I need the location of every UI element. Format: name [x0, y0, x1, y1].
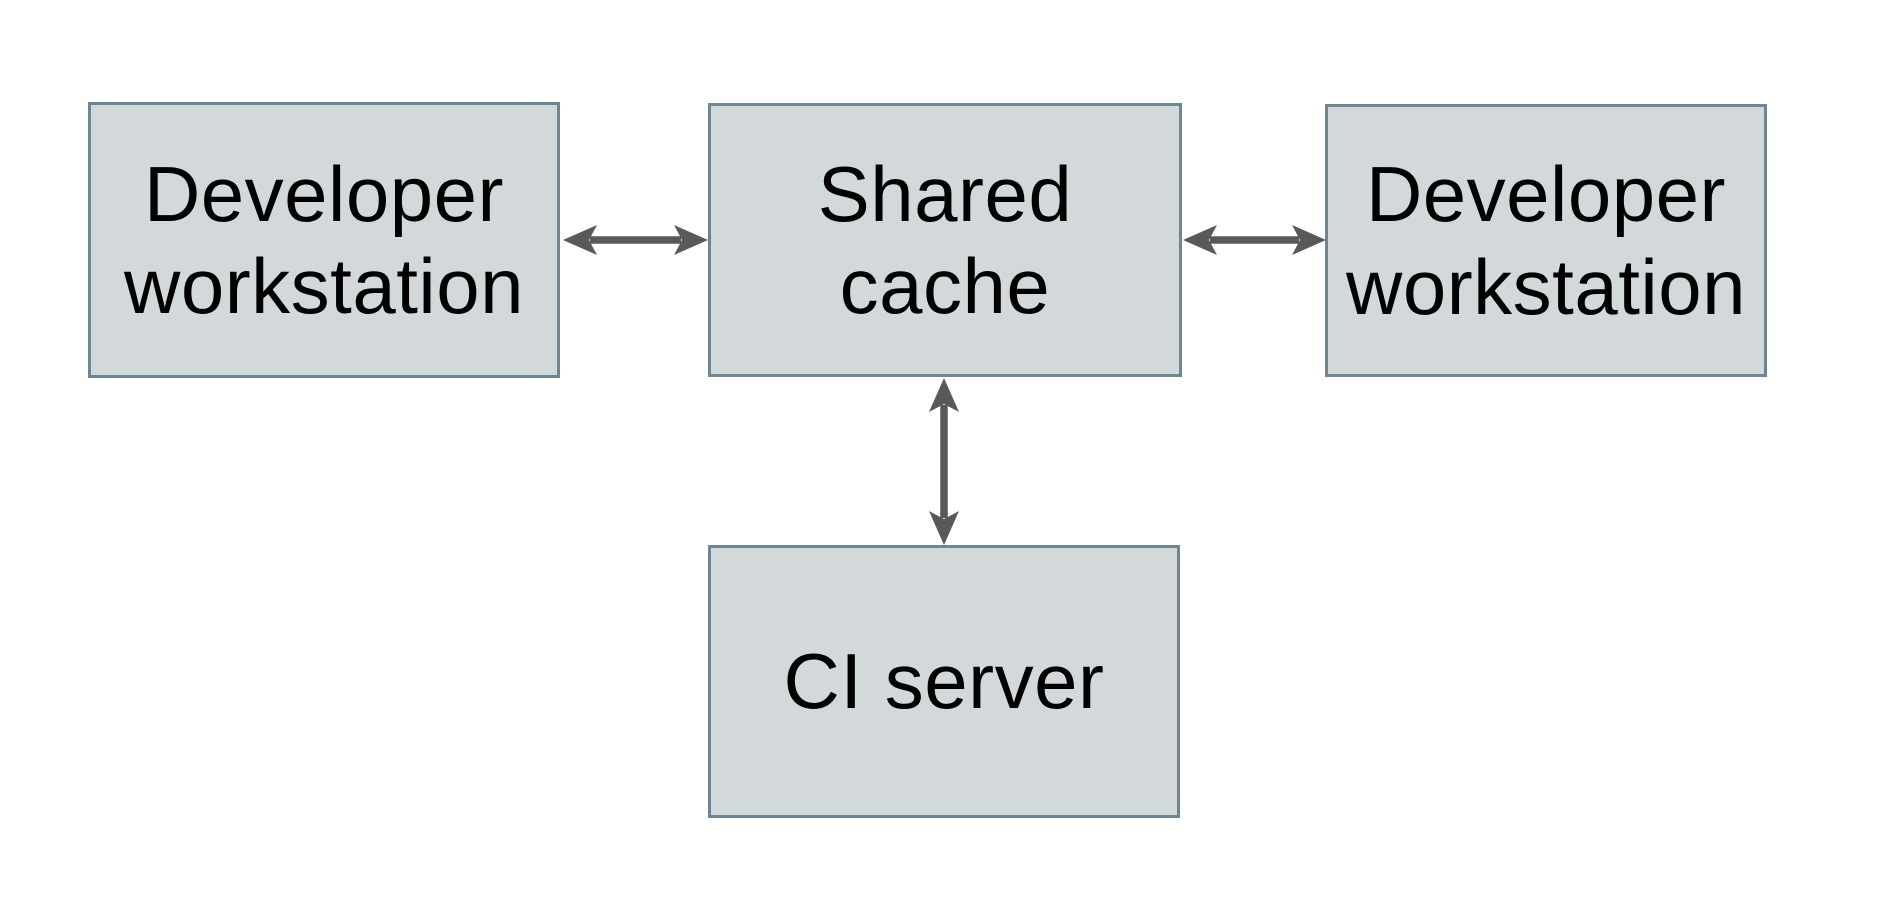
arrowhead-right-icon [1292, 225, 1326, 255]
arrowhead-down-icon [929, 511, 959, 545]
arrowhead-right-icon [674, 225, 708, 255]
edge-dev-left-shared-cache [563, 225, 708, 255]
node-label-ci-server: CI server [783, 637, 1105, 726]
arrowhead-left-icon [563, 225, 597, 255]
arrowhead-up-icon [929, 378, 959, 412]
node-label-shared-cache: Shared cache [817, 149, 1073, 330]
node-ci-server: CI server [708, 545, 1180, 818]
edge-shared-cache-dev-right [1183, 225, 1326, 255]
node-label-developer-workstation-right: Developer workstation [1346, 150, 1746, 331]
node-developer-workstation-left: Developer workstation [88, 102, 560, 378]
edge-shared-cache-ci-server [929, 378, 959, 545]
node-developer-workstation-right: Developer workstation [1325, 104, 1767, 377]
node-shared-cache: Shared cache [708, 103, 1182, 377]
arrowhead-left-icon [1183, 225, 1217, 255]
node-label-developer-workstation-left: Developer workstation [124, 149, 524, 330]
